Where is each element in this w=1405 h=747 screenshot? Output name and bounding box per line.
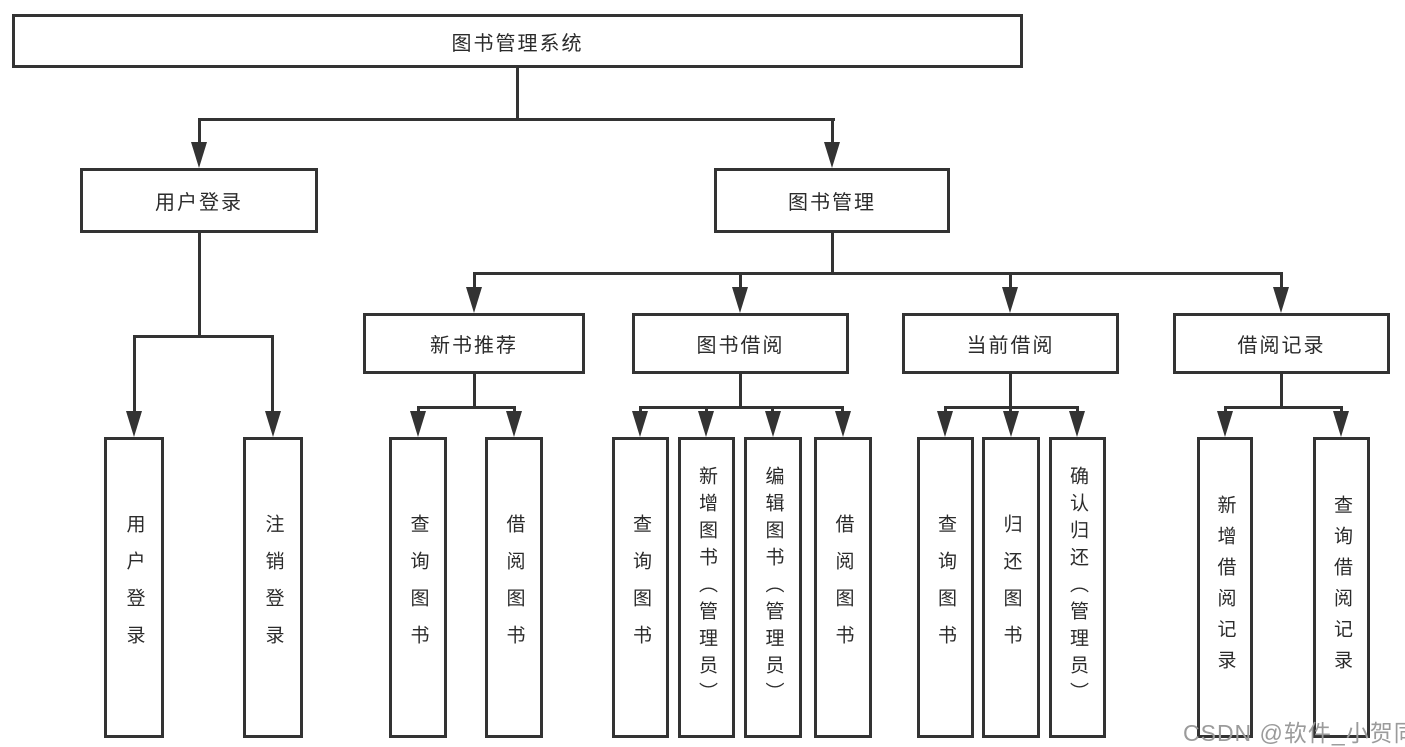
connector-book-borrow-bar: [639, 406, 844, 409]
connector-new-book-bar: [417, 406, 516, 409]
connector-root-bar: [199, 118, 835, 121]
arrow-bb-edit: [765, 411, 781, 437]
connector-drop-user-login: [198, 118, 201, 144]
connector-drop-bb-query: [639, 406, 642, 414]
arrow-bb-add: [698, 411, 714, 437]
leaf-nb-borrow-books: 借阅图书: [485, 437, 543, 738]
connector-drop-cb-query: [944, 406, 947, 414]
leaf-cb-return-books: 归还图书: [982, 437, 1040, 738]
connector-book-management-bar: [473, 272, 1283, 275]
leaf-br-add-record: 新增借阅记录: [1197, 437, 1253, 738]
node-user-login: 用户登录: [80, 168, 318, 233]
arrow-cb-confirm: [1069, 411, 1085, 437]
connector-root-stem: [516, 68, 519, 118]
connector-new-book-stem: [473, 374, 476, 406]
connector-drop-book-management: [831, 118, 834, 144]
connector-user-login-bar: [133, 335, 274, 338]
arrow-br-query: [1333, 411, 1349, 437]
csdn-watermark: CSDN @软件_小贺同学: [1183, 720, 1405, 746]
arrow-leaf-logout: [265, 411, 281, 437]
connector-drop-book-borrow: [739, 272, 742, 289]
connector-user-login-stem: [198, 233, 201, 335]
leaf-bb-edit-books: 编辑图书（管理员）: [744, 437, 802, 738]
arrow-book-borrow: [732, 287, 748, 313]
connector-book-management-stem: [831, 233, 834, 272]
connector-drop-new-book: [473, 272, 476, 289]
connector-borrow-records-bar: [1224, 406, 1343, 409]
leaf-cb-query-books: 查询图书: [917, 437, 974, 738]
arrow-bb-query: [632, 411, 648, 437]
connector-borrow-records-stem: [1280, 374, 1283, 406]
connector-drop-bb-borrow: [841, 406, 844, 414]
leaf-cb-confirm-return: 确认归还（管理员）: [1049, 437, 1106, 738]
leaf-cb-confirm-return-label: 确认归还（管理员）: [1067, 466, 1088, 709]
leaf-bb-query-books: 查询图书: [612, 437, 669, 738]
arrow-borrow-records: [1273, 287, 1289, 313]
connector-drop-cb-confirm: [1076, 406, 1079, 414]
connector-drop-bb-edit: [771, 406, 774, 414]
leaf-nb-query-books-label: 查询图书: [407, 513, 429, 662]
leaf-nb-borrow-books-label: 借阅图书: [503, 513, 525, 662]
node-new-book-recommend: 新书推荐: [363, 313, 585, 374]
node-book-borrow: 图书借阅: [632, 313, 849, 374]
arrow-bb-borrow: [835, 411, 851, 437]
connector-drop-br-add: [1224, 406, 1227, 414]
connector-drop-bb-add: [705, 406, 708, 414]
leaf-bb-add-books-label: 新增图书（管理员）: [696, 466, 717, 709]
node-borrow-records: 借阅记录: [1173, 313, 1390, 374]
arrow-book-management: [824, 142, 840, 168]
node-root: 图书管理系统: [12, 14, 1023, 68]
arrow-nb-borrow: [506, 411, 522, 437]
leaf-logout: 注销登录: [243, 437, 303, 738]
arrow-current-borrow: [1002, 287, 1018, 313]
arrow-user-login: [191, 142, 207, 168]
arrow-cb-query: [937, 411, 953, 437]
leaf-nb-query-books: 查询图书: [389, 437, 447, 738]
leaf-br-query-record: 查询借阅记录: [1313, 437, 1370, 738]
leaf-user-login: 用户登录: [104, 437, 164, 738]
leaf-bb-query-books-label: 查询图书: [630, 513, 651, 662]
arrow-leaf-login: [126, 411, 142, 437]
connector-drop-leaf-login: [133, 335, 136, 412]
connector-drop-current-borrow: [1009, 272, 1012, 289]
leaf-cb-return-books-label: 归还图书: [1000, 513, 1022, 662]
connector-drop-cb-return: [1009, 406, 1012, 414]
leaf-bb-borrow-books-label: 借阅图书: [832, 513, 854, 662]
connector-book-borrow-stem: [739, 374, 742, 406]
connector-drop-br-query: [1340, 406, 1343, 414]
leaf-user-login-label: 用户登录: [123, 513, 145, 662]
leaf-cb-query-books-label: 查询图书: [935, 513, 956, 662]
arrow-new-book: [466, 287, 482, 313]
node-book-management: 图书管理: [714, 168, 950, 233]
connector-drop-nb-query: [417, 406, 420, 414]
leaf-br-add-record-label: 新增借阅记录: [1214, 494, 1236, 681]
connector-drop-leaf-logout: [271, 335, 274, 412]
connector-drop-nb-borrow: [513, 406, 516, 414]
leaf-bb-add-books: 新增图书（管理员）: [678, 437, 735, 738]
leaf-bb-borrow-books: 借阅图书: [814, 437, 872, 738]
arrow-cb-return: [1003, 411, 1019, 437]
connector-drop-borrow-records: [1280, 272, 1283, 289]
leaf-logout-label: 注销登录: [262, 513, 284, 662]
arrow-br-add: [1217, 411, 1233, 437]
connector-current-borrow-stem: [1009, 374, 1012, 406]
arrow-nb-query: [410, 411, 426, 437]
leaf-bb-edit-books-label: 编辑图书（管理员）: [762, 466, 784, 709]
node-current-borrow: 当前借阅: [902, 313, 1119, 374]
leaf-br-query-record-label: 查询借阅记录: [1331, 494, 1352, 681]
